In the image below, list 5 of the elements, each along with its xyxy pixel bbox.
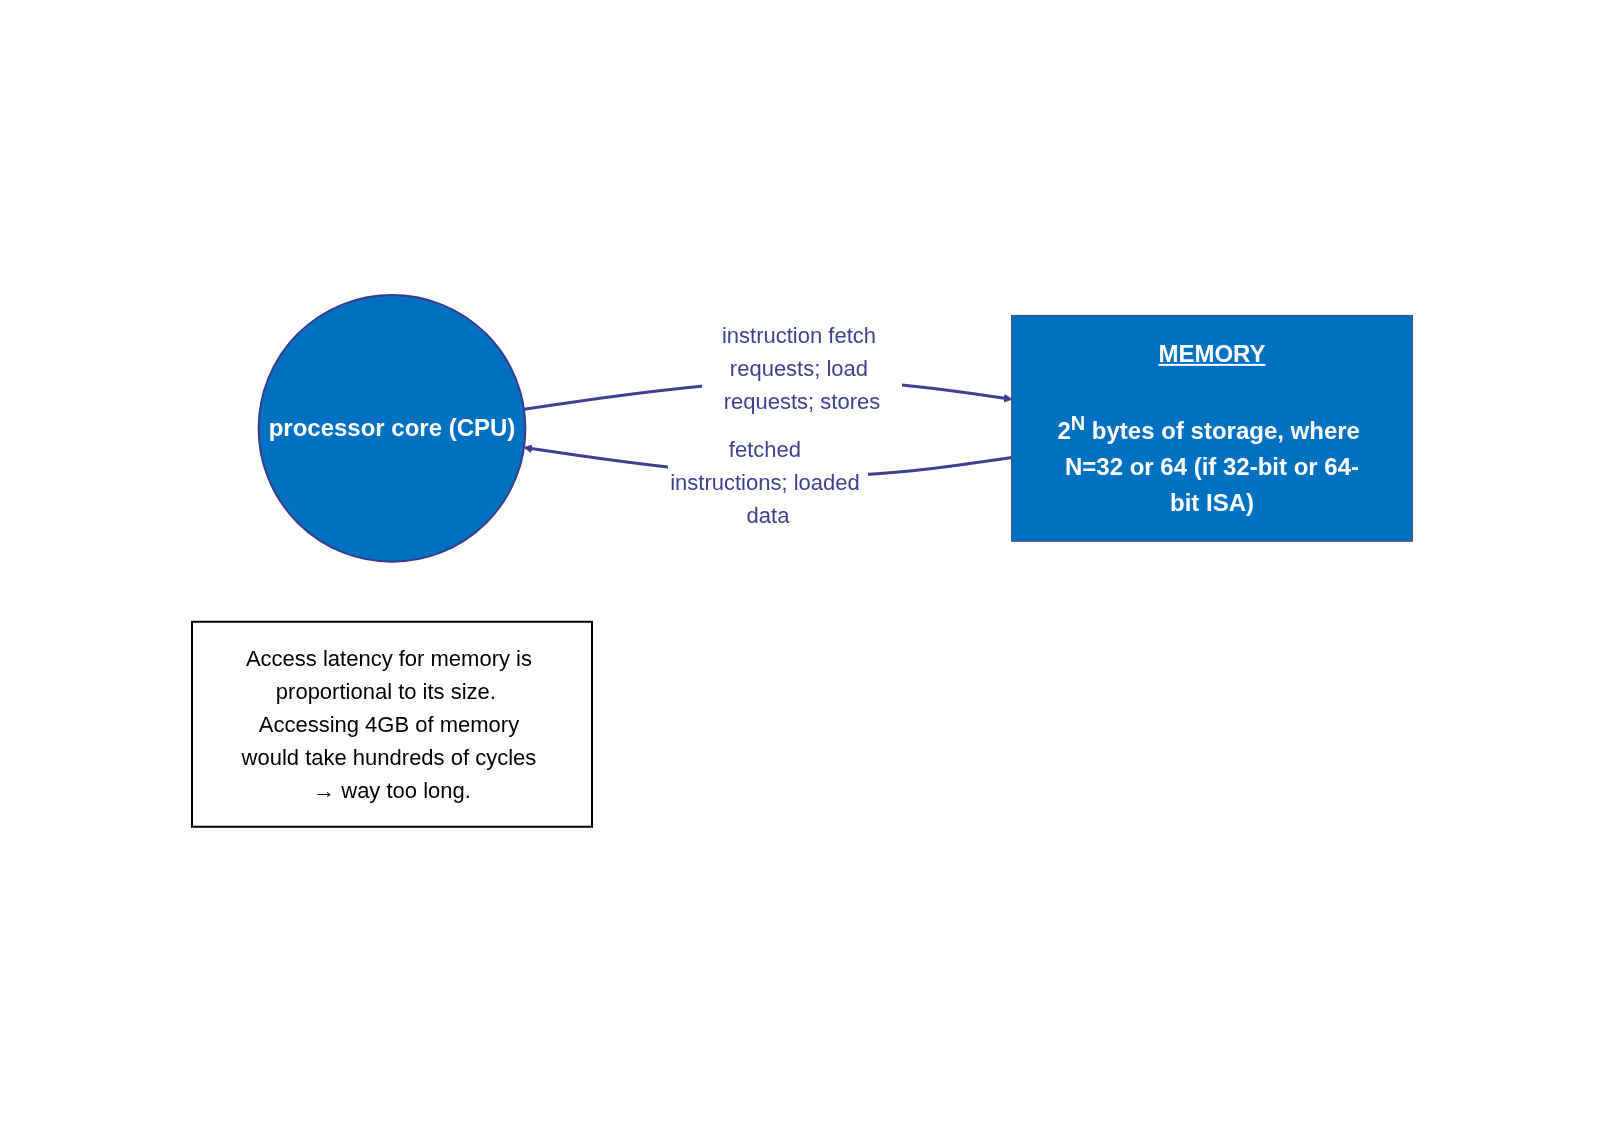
node-box: MEMORY 2$^{N}$ bytes of storage, where N=32 or 64 (if 32-bit or 64-bit ISA) bbox=[1011, 315, 1413, 542]
node-box: Access latency for memory is proportional to its size. Accessing 4GB of memory would take hundreds of cycles → way too long. bbox=[191, 620, 593, 828]
edge-label: instruction fetch requests; load requests; stores bbox=[721, 323, 881, 415]
node-circle: processor core (CPU) bbox=[257, 294, 527, 563]
edge-label: fetched instructions; loaded data bbox=[670, 437, 860, 529]
